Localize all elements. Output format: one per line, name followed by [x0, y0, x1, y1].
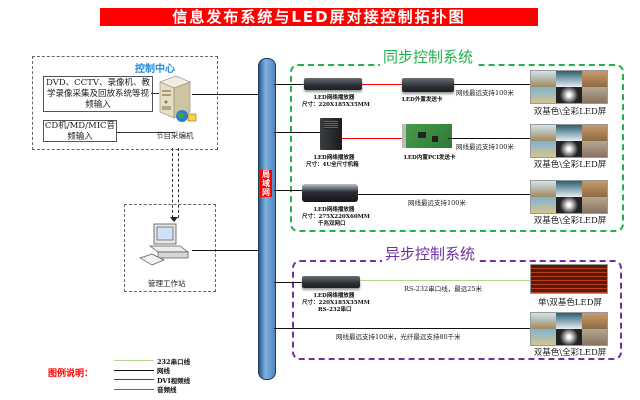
bus-to-player3-line: [274, 190, 304, 191]
link-text-5: 网线最远支持100米，光纤最远支持80千米: [336, 333, 461, 341]
legend-item: 232串口线: [114, 356, 274, 366]
legend-swatch-232: [114, 360, 154, 362]
legend-item: 音频线: [114, 385, 274, 394]
workstation-label: 管理工作站: [148, 279, 186, 288]
card2-label: LED内置PCI发送卡: [404, 155, 456, 161]
editor-workstation-link: [172, 148, 179, 218]
link-text-3: 网线最远支持100米: [408, 199, 466, 207]
bus-to-player4-line: [274, 282, 304, 283]
audio-input-line: [117, 132, 175, 133]
net-line-1: [454, 84, 530, 85]
led-screen-image: [530, 124, 608, 158]
editor-to-bus-line: [192, 94, 259, 95]
led-screen-image: [530, 312, 608, 346]
workstation-box: [124, 204, 216, 292]
lan-bus: [258, 58, 276, 380]
globe-icon: [176, 108, 198, 122]
audio-input-box: CD机/MD/MIC音频输入: [43, 120, 117, 142]
screen3-label: 双基色\全彩LED屏: [533, 216, 607, 226]
tower-player-device-icon: [320, 118, 342, 150]
player3-name: LED网络播放器: [314, 207, 355, 213]
sync-system-title: 同步控制系统: [380, 46, 477, 67]
link-text-1: 网线最远支持100米: [456, 89, 514, 97]
led-screen-red-image: [530, 264, 608, 294]
screen5-label: 双基色\全彩LED屏: [533, 348, 607, 358]
link-text-4: RS-232串口线，最远25米: [404, 285, 482, 293]
editor-computer-icon: [158, 74, 192, 120]
led-screen-image: [530, 180, 608, 214]
screen1-label: 双基色\全彩LED屏: [533, 107, 607, 117]
net-fiber-line: [274, 328, 530, 329]
video-input-line: [151, 93, 159, 94]
sending-card-device-icon: [402, 78, 454, 92]
player4-extra: RS-232串口: [318, 307, 352, 313]
player2-name: LED网络播放器: [314, 155, 355, 161]
player4-size: 尺寸：220X185X35MM: [302, 300, 370, 306]
player-device-icon: [302, 276, 360, 288]
screen2-label: 双基色\全彩LED屏: [533, 160, 607, 170]
pci-card-device-icon: [402, 124, 452, 148]
legend-swatch-dvi: [114, 379, 154, 381]
player4-name: LED网络播放器: [314, 293, 355, 299]
arrow-down-icon: [170, 217, 178, 222]
screen4-label: 单\双基色LED屏: [537, 298, 603, 308]
player1-name: LED网络播放器: [314, 95, 355, 101]
workstation-computer-icon: [138, 220, 194, 266]
legend: 232串口线 网线 DVI视频线 音频线: [114, 356, 274, 394]
workstation-to-bus-line: [192, 250, 259, 251]
legend-item: DVI视频线: [114, 375, 274, 385]
bus-to-player2-line: [274, 132, 320, 133]
dvi-line-1: [362, 84, 402, 85]
diagram-title: 信息发布系统与LED屏对接控制拓扑图: [100, 8, 538, 26]
led-screen-image: [530, 70, 608, 104]
lan-bus-label: 局域网: [260, 170, 272, 197]
control-center-label: 控制中心: [135, 64, 175, 75]
net-line-3: [358, 194, 530, 195]
player3-size: 尺寸：275X220X60MM: [302, 214, 370, 220]
link-text-2: 网线最远支持100米: [456, 143, 514, 151]
control-center-box: [32, 56, 218, 150]
video-input-box: DVD、CCTV、录像机、教学录像采集及回放系统等视频输入: [43, 76, 153, 112]
player3-extra: 千兆双网口: [318, 221, 346, 227]
gigabit-player-device-icon: [302, 184, 358, 202]
player1-size: 尺寸：220X185X35MM: [302, 102, 370, 108]
player2-size: 尺寸：4U全尺寸机箱: [306, 162, 359, 168]
editor-label: 节目采编机: [156, 131, 194, 140]
legend-swatch-audio: [114, 388, 154, 390]
legend-title: 图例说明：: [48, 369, 94, 379]
player-device-icon: [304, 78, 362, 90]
rs232-line: [360, 280, 530, 281]
dvi-line-2: [342, 138, 402, 139]
bus-to-player1-line: [274, 84, 306, 85]
legend-swatch-network: [114, 369, 154, 371]
net-line-2: [448, 138, 530, 139]
async-system-title: 异步控制系统: [382, 243, 479, 264]
legend-item: 网线: [114, 366, 274, 375]
card1-label: LED外置发送卡: [402, 97, 443, 103]
